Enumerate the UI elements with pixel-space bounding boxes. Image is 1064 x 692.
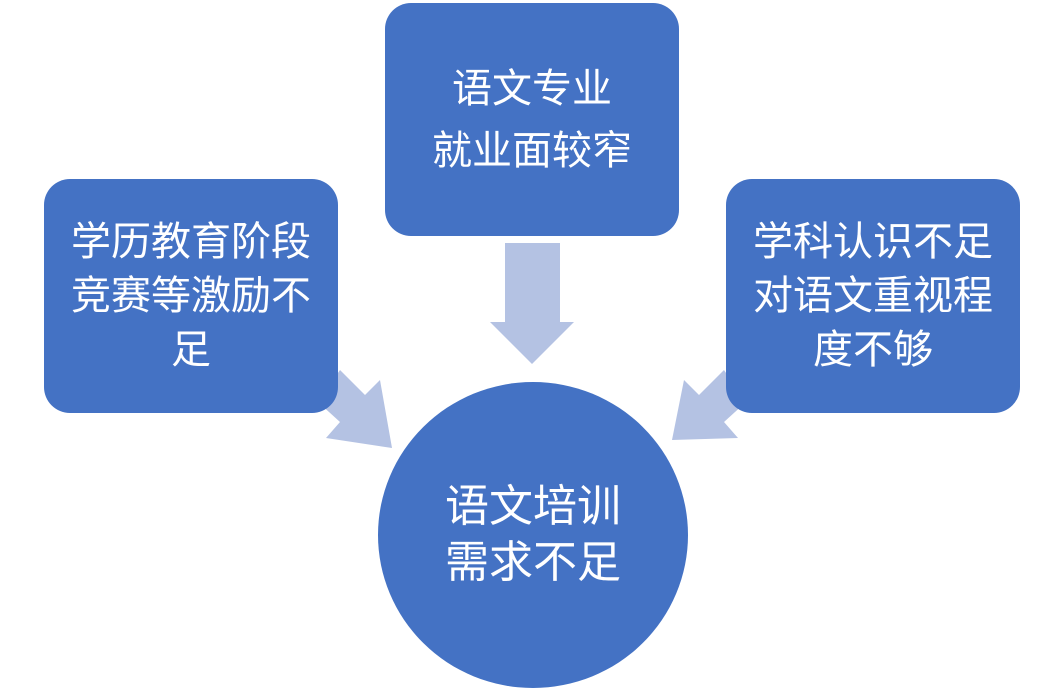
- arrow-top-to-center: [490, 243, 574, 364]
- right-cause-line: 对语文重视程: [753, 273, 993, 319]
- top-cause-box: 语文专业 就业面较窄: [385, 3, 679, 236]
- right-cause-line: 学科认识不足: [753, 219, 993, 265]
- left-cause-box: 学历教育阶段 竞赛等激励不 足: [44, 179, 338, 413]
- left-cause-line: 竞赛等激励不: [71, 273, 311, 319]
- center-effect-circle: 语文培训 需求不足: [378, 382, 688, 688]
- top-cause-line: 语文专业: [452, 65, 612, 112]
- center-effect-line: 需求不足: [445, 537, 621, 588]
- top-cause-line: 就业面较窄: [432, 127, 632, 174]
- left-cause-line: 足: [171, 327, 211, 373]
- center-effect-line: 语文培训: [445, 481, 621, 532]
- left-cause-line: 学历教育阶段: [71, 219, 311, 265]
- right-cause-box: 学科认识不足 对语文重视程 度不够: [726, 179, 1020, 413]
- right-cause-line: 度不够: [813, 327, 933, 373]
